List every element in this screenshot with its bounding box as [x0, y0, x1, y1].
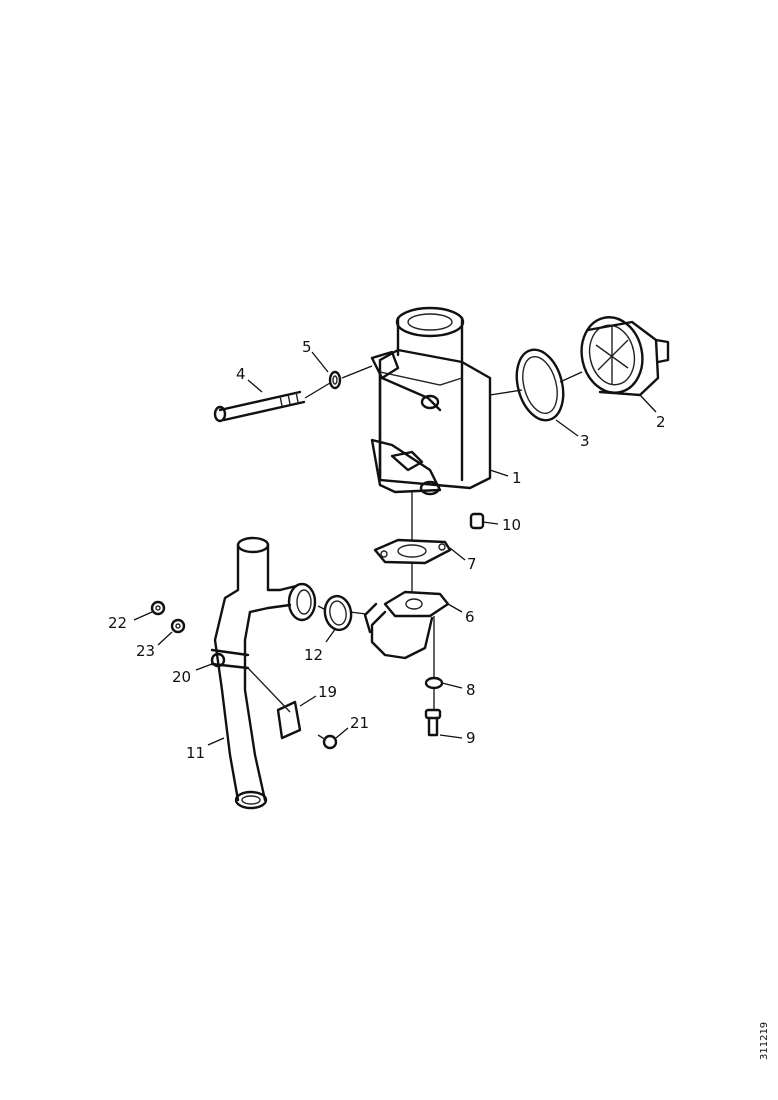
nut-23 — [170, 618, 186, 634]
callout-10: 10 — [502, 516, 521, 534]
nut-22 — [150, 600, 166, 616]
callout-6: 6 — [465, 608, 475, 626]
callout-11: 11 — [186, 744, 205, 762]
callout-5: 5 — [302, 338, 312, 356]
thermostat — [580, 316, 670, 397]
sealing-ring-large — [515, 348, 565, 422]
washer-8 — [424, 676, 444, 690]
o-ring-12 — [323, 594, 353, 632]
gasket-7 — [373, 538, 452, 565]
screw-9 — [424, 708, 442, 737]
reference-code: 311219 — [759, 1022, 770, 1060]
callout-9: 9 — [466, 729, 476, 747]
callout-2: 2 — [656, 413, 666, 431]
callout-22: 22 — [108, 614, 127, 632]
screw-21 — [317, 734, 338, 750]
bracket-19 — [247, 667, 302, 740]
callout-3: 3 — [580, 432, 590, 450]
callout-21: 21 — [350, 714, 369, 732]
coolant-pipe — [213, 536, 317, 810]
callout-20: 20 — [172, 668, 191, 686]
plug-10 — [469, 512, 485, 530]
bolt-long — [213, 390, 306, 423]
callout-19: 19 — [318, 683, 337, 701]
thermostat-housing — [370, 306, 492, 496]
callout-23: 23 — [136, 642, 155, 660]
pipe-clamp — [210, 648, 250, 670]
callout-7: 7 — [467, 555, 477, 573]
callout-leaders — [133, 351, 657, 746]
callout-1: 1 — [512, 469, 522, 487]
callout-4: 4 — [236, 365, 246, 383]
callout-8: 8 — [466, 681, 476, 699]
callout-labels: 1 2 3 4 5 6 7 8 9 10 11 12 19 20 21 22 2… — [108, 338, 666, 762]
elbow-connection-6 — [363, 590, 450, 660]
washer-5 — [328, 370, 342, 390]
assembly-lines — [304, 365, 583, 710]
callout-12: 12 — [304, 646, 323, 664]
